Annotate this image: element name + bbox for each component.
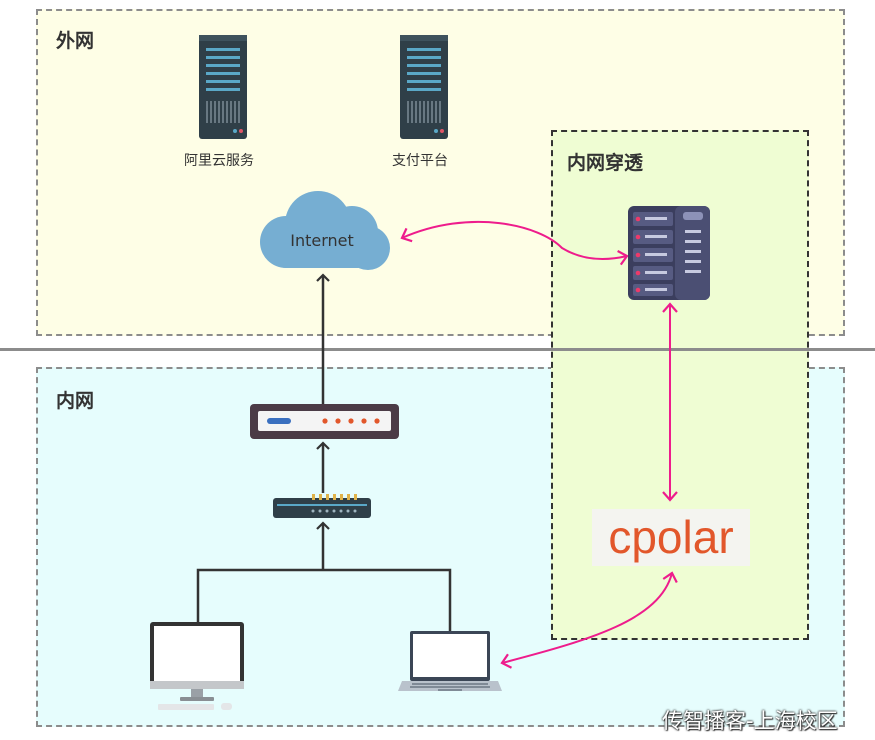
server-rack-icon — [628, 206, 710, 300]
lan-branch-lines — [196, 568, 452, 632]
laptop-cpolar-link — [500, 571, 678, 669]
cloud-icon — [260, 191, 390, 270]
desktop-monitor-icon — [150, 622, 244, 710]
server-tower-icon — [199, 35, 247, 139]
cpolar-node: cpolar — [592, 509, 750, 566]
watermark: 传智播客-上海校区 — [662, 709, 838, 733]
tunnel-server-node — [628, 206, 710, 300]
network-divider — [0, 348, 875, 351]
external-zone-label: 外网 — [56, 30, 95, 52]
cpolar-logo-text: cpolar — [608, 511, 734, 563]
internet-label: Internet — [290, 231, 354, 250]
aliyun-server-label: 阿里云服务 — [184, 153, 254, 169]
internal-zone-label: 内网 — [56, 390, 95, 412]
router-node — [250, 404, 399, 439]
router-icon — [250, 404, 399, 439]
switch-icon — [273, 494, 371, 518]
aliyun-server-node — [199, 35, 247, 139]
internet-node: Internet — [252, 190, 392, 272]
payment-server-node — [400, 35, 448, 139]
tunnel-zone-label: 内网穿透 — [567, 152, 644, 174]
laptop-icon — [398, 631, 502, 691]
internet-tunnel-link — [400, 220, 629, 266]
switch-node — [273, 494, 371, 518]
desktop-node — [150, 622, 248, 712]
payment-server-label: 支付平台 — [392, 153, 448, 169]
server-tower-icon — [400, 35, 448, 139]
laptop-node — [398, 631, 502, 693]
